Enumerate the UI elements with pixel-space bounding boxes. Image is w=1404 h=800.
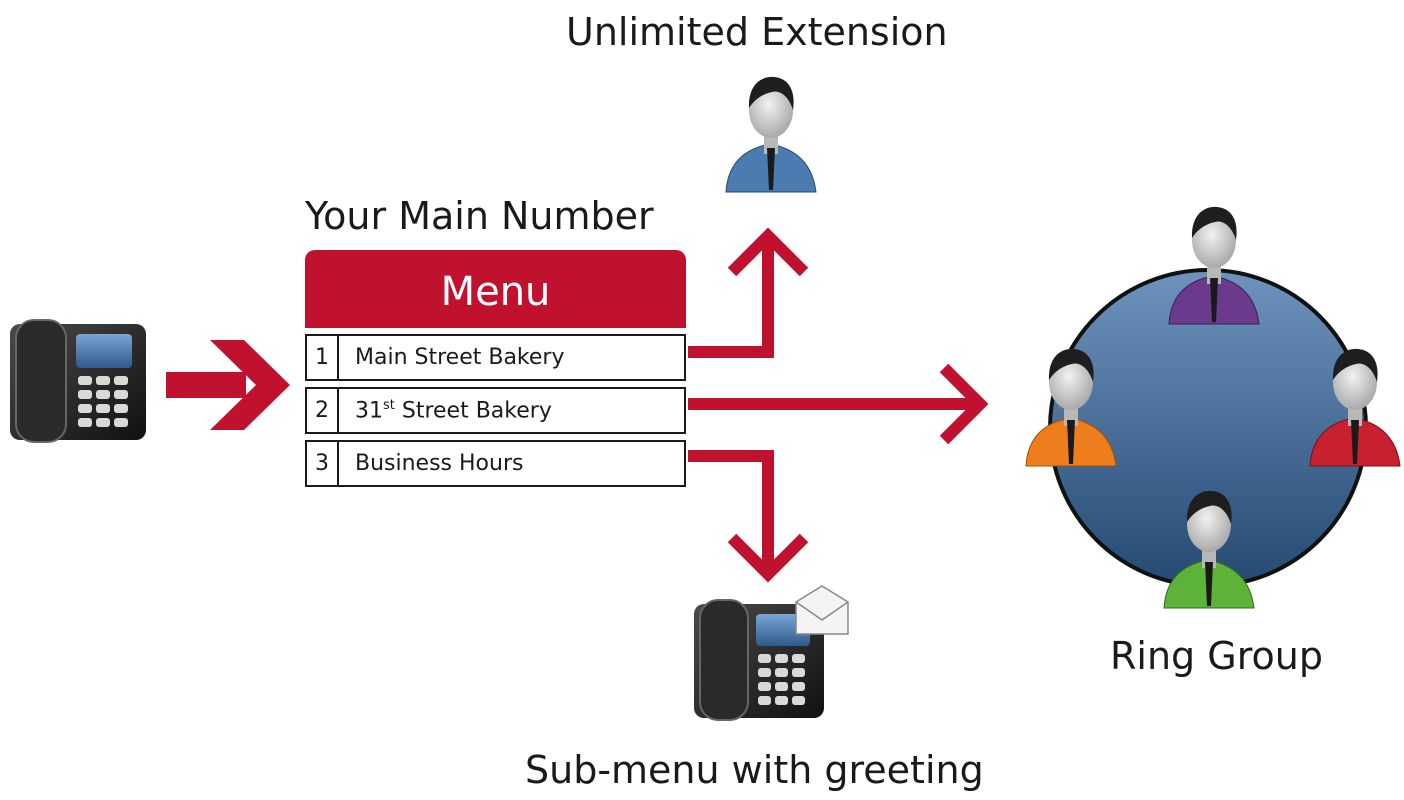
route-arrow-ring-group [688, 363, 989, 445]
unlimited-extension-label: Unlimited Extension [566, 10, 948, 54]
menu-option-number: 2 [307, 389, 339, 432]
person-icon-extension [725, 76, 817, 193]
menu-option-label: Business Hours [355, 451, 524, 476]
envelope-icon [795, 585, 849, 635]
route-arrow-sub-menu [688, 450, 809, 583]
menu-option-label: Main Street Bakery [355, 345, 565, 370]
main-number-label: Your Main Number [305, 194, 654, 238]
person-icon-ring-top [1168, 206, 1260, 325]
menu-option-number: 3 [307, 442, 339, 485]
menu-option-1[interactable]: 1 Main Street Bakery [305, 334, 686, 381]
sub-menu-label: Sub-menu with greeting [525, 748, 984, 792]
voicemail-phone-icon [694, 599, 824, 721]
menu-option-2[interactable]: 2 31st Street Bakery [305, 387, 686, 434]
ring-group-label: Ring Group [1110, 634, 1323, 678]
incoming-arrow [166, 340, 290, 430]
person-icon-ring-left [1025, 348, 1117, 467]
route-arrow-extension [688, 227, 809, 358]
person-icon-ring-bottom [1163, 490, 1255, 609]
person-icon-ring-right [1309, 348, 1401, 467]
menu-title: Menu [305, 250, 686, 328]
menu-option-3[interactable]: 3 Business Hours [305, 440, 686, 487]
menu-option-number: 1 [307, 336, 339, 379]
menu-option-label: 31st Street Bakery [355, 397, 552, 424]
main-menu: Menu 1 Main Street Bakery 2 31st Street … [305, 250, 686, 487]
desk-phone-icon [10, 319, 146, 443]
